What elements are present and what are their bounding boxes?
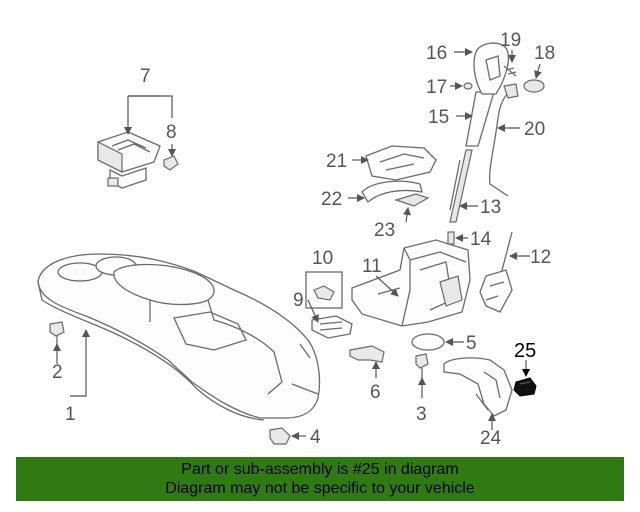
banner-line-2: Diagram may not be specific to your vehi…: [165, 480, 475, 497]
callout-11: 11: [362, 256, 382, 277]
callout-25-highlighted: 25: [514, 340, 536, 362]
callout-23: 23: [374, 220, 395, 241]
callout-17: 17: [426, 77, 447, 98]
part-1-console: [37, 253, 321, 421]
callout-21: 21: [326, 151, 347, 172]
callout-16: 16: [426, 43, 447, 64]
callout-9: 9: [293, 290, 304, 311]
callout-2: 2: [52, 362, 63, 383]
callout-24: 24: [480, 428, 502, 449]
part-20-cable: [488, 83, 519, 197]
callout-13: 13: [480, 197, 501, 218]
callout-14: 14: [470, 229, 492, 250]
callout-5: 5: [466, 333, 477, 354]
callout-3: 3: [416, 404, 427, 425]
callout-18: 18: [534, 43, 555, 64]
part-14-pin: [447, 231, 455, 245]
callout-6: 6: [370, 382, 381, 403]
part-15-tube: [465, 91, 495, 147]
part-22-plate: [361, 180, 423, 203]
part-18-button: [523, 79, 545, 93]
callout-20: 20: [524, 119, 545, 140]
info-banner: Part or sub-assembly is #25 in diagram D…: [16, 457, 624, 501]
callout-22: 22: [321, 189, 342, 210]
part-13-shaft: [449, 149, 473, 223]
callout-15: 15: [428, 107, 449, 128]
part-23-plate: [394, 193, 430, 207]
part-21-housing: [365, 145, 437, 181]
part-6-bracket: [349, 345, 385, 363]
callout-8: 8: [166, 122, 177, 143]
callout-7: 7: [140, 66, 151, 87]
callout-1: 1: [65, 404, 76, 425]
part-8-clip: [163, 155, 179, 171]
part-17-pin: [463, 82, 473, 90]
part-9-bezel: [311, 315, 353, 339]
callout-4: 4: [310, 427, 321, 448]
banner-line-1: Part or sub-assembly is #25 in diagram: [181, 461, 459, 478]
part-4-clip: [269, 427, 291, 445]
part-11-shifter-base: [351, 239, 471, 327]
part-5-ring: [411, 333, 445, 351]
part-24-brake-lever: [443, 357, 513, 417]
callout-12: 12: [530, 247, 551, 268]
callout-19: 19: [500, 30, 521, 51]
part-16-knob: [473, 42, 510, 95]
part-7-switch: [97, 131, 161, 189]
part-10-clip-box: [305, 271, 343, 309]
part-25-highlighted: [513, 377, 537, 397]
part-19-spring: [503, 65, 517, 77]
part-2-screw: [49, 321, 65, 348]
callout-10: 10: [312, 248, 333, 269]
part-12-lever: [479, 231, 513, 313]
